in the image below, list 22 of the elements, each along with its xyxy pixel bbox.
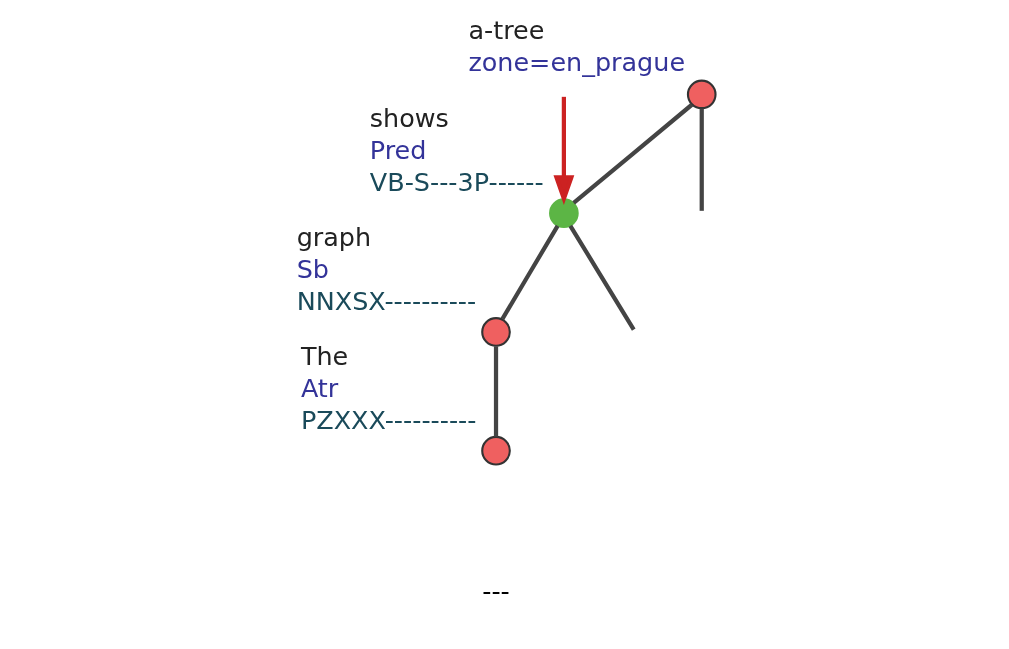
node-circle [686,79,717,110]
arrow [553,96,575,206]
connector [568,224,636,331]
node-circle [481,435,511,466]
node-label: Pred [369,135,427,166]
connector [699,108,704,211]
node-label: shows [369,103,449,134]
connector [572,103,694,205]
connector [493,346,499,437]
node-label: PZXXX---------- [300,404,477,435]
node-circle [481,317,511,347]
connector [500,224,560,320]
node-label: a-tree [468,15,545,46]
node-label: Atr [300,372,339,403]
label: --- [482,576,510,607]
node-label: VB-S---3P------ [369,167,544,198]
node-label: Sb [296,254,329,285]
node-circle [549,198,579,228]
node-label: The [300,341,349,372]
node-label: NNXSX---------- [296,285,477,316]
node-label: graph [296,222,372,253]
node-label: zone=en_prague [468,47,686,78]
